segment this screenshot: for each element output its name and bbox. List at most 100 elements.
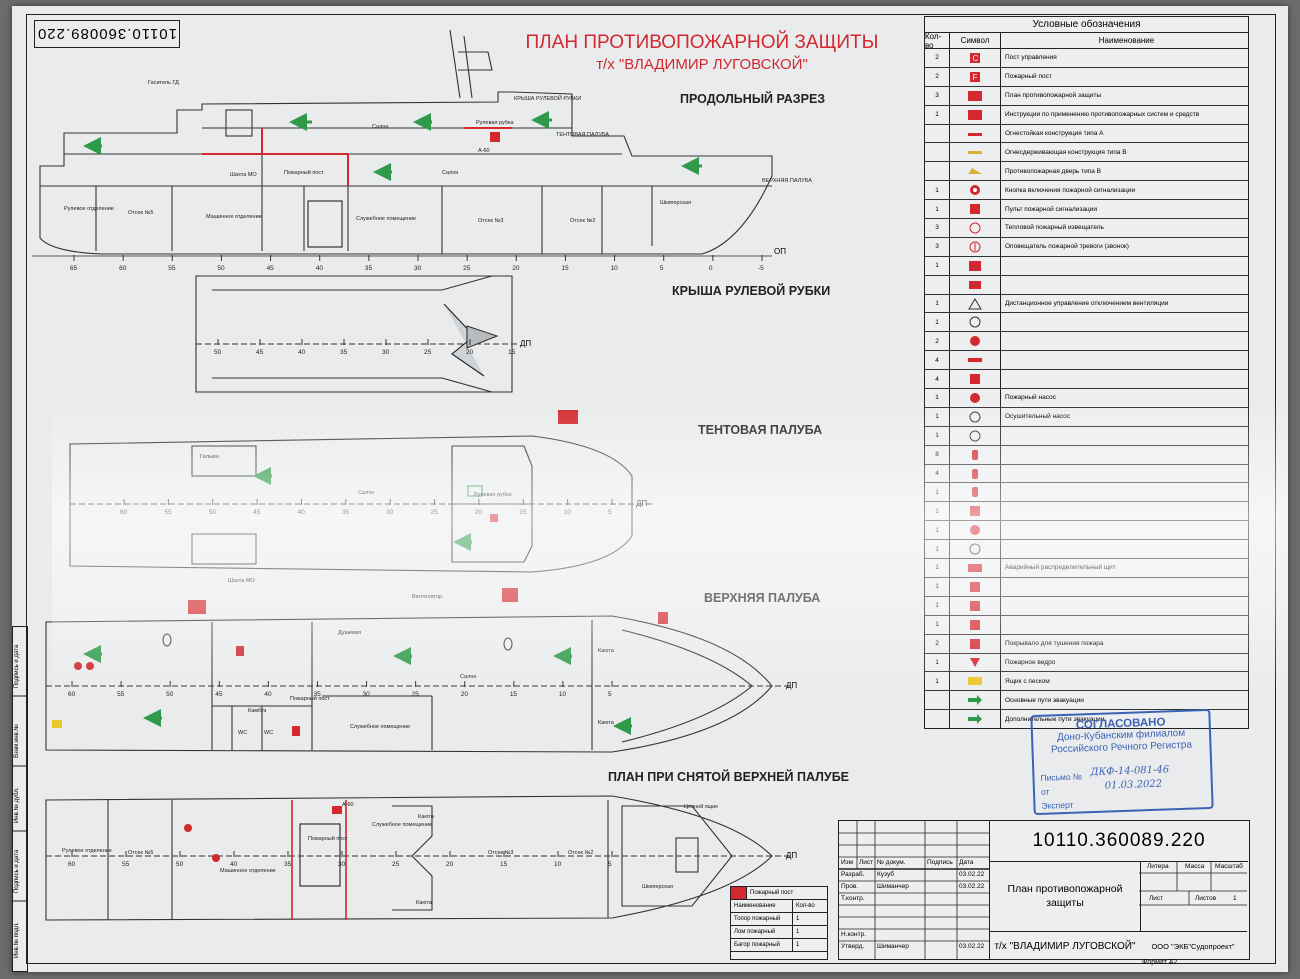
legend-qty: 2 xyxy=(925,49,950,67)
fire-station-table: Пожарный пост Наименование Кол-во Топор … xyxy=(730,886,828,960)
tb-name: Кузуб xyxy=(877,871,894,878)
legend-name: Оповещатель пожарной тревоги (звонок) xyxy=(1005,243,1129,251)
legend-row: Огнестойкая конструкция типа А xyxy=(925,124,1248,144)
legend-name: Огнестойкая конструкция типа А xyxy=(1005,130,1104,137)
lower-plan xyxy=(45,795,792,921)
legend-qty: 1 xyxy=(925,502,950,521)
legend-row: 1 xyxy=(925,521,1248,541)
frame-number: 40 xyxy=(298,349,306,356)
view-label-longitudinal: ПРОДОЛЬНЫЙ РАЗРЕЗ xyxy=(680,92,826,106)
compartment-label-salon: Салон xyxy=(442,170,459,176)
frame-number: 10 xyxy=(554,861,562,868)
frame-number: 45 xyxy=(256,349,264,356)
compartment-label-wc: WC xyxy=(264,730,274,736)
binding-strip xyxy=(12,626,28,972)
co2-station-icon xyxy=(950,615,1001,634)
frame-number: 20 xyxy=(466,349,474,356)
compartment-label-upper-deck: ВЕРХНЯЯ ПАЛУБА xyxy=(762,178,812,184)
tb-name: Шиманчер xyxy=(877,943,909,950)
siren-icon xyxy=(950,521,1001,540)
electric-fan-icon xyxy=(950,313,1001,332)
compartment-label-cabin: Каюта xyxy=(598,720,614,726)
legend-name: Тепловой пожарный извещатель xyxy=(1005,224,1104,232)
frame-number: 25 xyxy=(412,691,420,698)
frame-number: 40 xyxy=(230,861,238,868)
legend-row: Дополнительные пути эвакуации xyxy=(925,710,1248,729)
sheets-value: 1 xyxy=(1233,895,1237,902)
tb-role: Пров. xyxy=(841,883,859,890)
main-evac-arrow-icon xyxy=(950,691,1001,710)
frame-number: 60 xyxy=(120,509,128,516)
compartment-label-shaft: Шахта МО xyxy=(228,578,255,584)
legend-qty: 1 xyxy=(925,577,950,596)
sheets-label: Листов xyxy=(1195,895,1217,902)
frame-number: 40 xyxy=(297,509,305,516)
legend-qty: 4 xyxy=(925,351,950,370)
frame-number: 50 xyxy=(209,509,217,516)
frame-number: 50 xyxy=(214,349,222,356)
remote-system-icon xyxy=(950,577,1001,596)
tb-col-header: № докум. xyxy=(877,859,906,866)
emergency-battery-icon xyxy=(950,540,1001,559)
legend-name: Пост управления xyxy=(1005,54,1057,62)
frame-number: 55 xyxy=(168,265,176,272)
station-item-qty: 1 xyxy=(796,916,800,922)
title-block-right-grid: Литера Масса Масштаб Лист Листов 1 xyxy=(1139,861,1247,931)
legend-name: Осушительный насос xyxy=(1005,413,1070,421)
legend-qty: 1 xyxy=(925,181,950,200)
vent-off-icon xyxy=(950,294,1001,313)
equipment-markers xyxy=(52,132,668,862)
approval-expert-label: Эксперт xyxy=(1041,799,1074,811)
station-header: Наименование Кол-во xyxy=(731,900,827,913)
frame-number: 60 xyxy=(119,265,127,272)
station-item-qty: 1 xyxy=(796,942,800,948)
frame-number: 25 xyxy=(424,349,432,356)
legend-header: Кол-во Символ Наименование xyxy=(925,32,1248,50)
frame-number: 65 xyxy=(70,265,78,272)
frame-number: 15 xyxy=(510,691,518,698)
upper-centerline-label: ДП xyxy=(786,681,797,690)
frame-number: 20 xyxy=(475,509,483,516)
legend-name xyxy=(1001,332,1248,350)
legend-name: Основные пути эвакуации xyxy=(1005,696,1084,704)
fire-pipe-icon xyxy=(950,351,1001,370)
legend-qty: 1 xyxy=(925,521,950,540)
tb-col-header: Изм xyxy=(841,859,854,866)
roof-centerline-label: ДП xyxy=(520,339,531,348)
tb-role: Разраб. xyxy=(841,871,865,878)
frame-number: 5 xyxy=(608,509,612,516)
lit-label: Литера xyxy=(1147,863,1169,870)
tb-role: Утверд. xyxy=(841,943,865,950)
alarm-button-icon xyxy=(950,181,1001,200)
drawing-title: ПЛАН ПРОТИВОПОЖАРНОЙ ЗАЩИТЫ т/х "ВЛАДИМИ… xyxy=(492,32,912,76)
view-label-roof: КРЫША РУЛЕВОЙ РУБКИ xyxy=(672,284,831,298)
legend-name xyxy=(1001,465,1248,483)
frame-number: 10 xyxy=(559,691,567,698)
approval-date: 01.03.2022 xyxy=(1104,778,1163,792)
station-title-row: Пожарный пост xyxy=(731,887,827,900)
tb-col-header: Дата xyxy=(959,859,974,866)
legend-name xyxy=(1001,257,1248,275)
emergency-bilge-pump-icon xyxy=(950,426,1001,445)
legend-name xyxy=(1001,597,1248,615)
awning-centerline-label: ДП xyxy=(636,499,647,508)
legend-qty: 3 xyxy=(925,219,950,237)
frame-number: 45 xyxy=(215,691,223,698)
compartment-label-cabin: Каюта xyxy=(416,900,432,906)
compartment-label-steering: Рулевое отделение xyxy=(62,848,112,854)
legend-qty: 4 xyxy=(925,464,950,483)
compartment-label-skipper: Шкиперская xyxy=(642,884,673,890)
legend-qty: 1 xyxy=(925,256,950,275)
frame-number: 30 xyxy=(338,861,346,868)
frame-number: 50 xyxy=(176,861,184,868)
frame-number: 30 xyxy=(386,509,394,516)
hull-outline xyxy=(39,91,773,255)
compartment-label-engine-room: Машинное отделение xyxy=(220,868,276,874)
